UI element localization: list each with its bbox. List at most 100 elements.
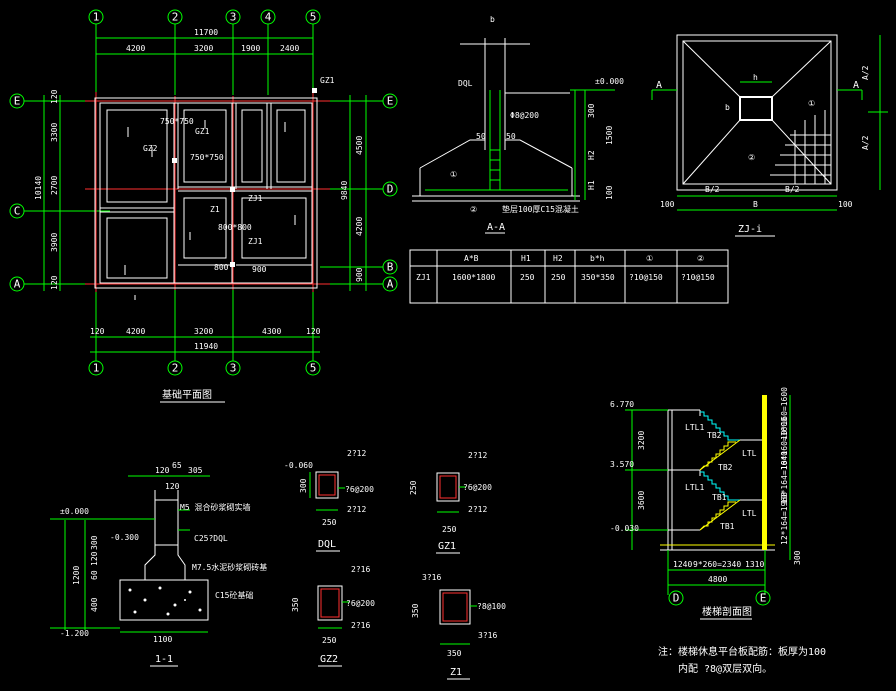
z1-dim: 350 <box>447 649 462 658</box>
dim-text: 2400 <box>280 44 299 53</box>
stair-dim: 12*164=1968 <box>780 492 789 545</box>
dim-text: 3900 <box>50 233 59 252</box>
plan-label: ZJ1 <box>248 194 263 203</box>
table-header: H1 <box>521 254 531 263</box>
z1-label: ?8@100 <box>477 602 506 611</box>
stair-dim-lines <box>625 395 791 595</box>
gz2-label: 2?16 <box>351 621 370 630</box>
axis-label: E <box>387 95 394 108</box>
stair-label: TB2 <box>707 431 722 440</box>
gz2-label: ?6@200 <box>346 599 375 608</box>
axis-label: 1 <box>93 11 100 24</box>
z1-label: 3?16 <box>422 573 441 582</box>
axis-label: 5 <box>310 362 317 375</box>
stair-label: TB1 <box>712 493 727 502</box>
zj-dim-lines <box>651 35 888 211</box>
dql-label: -0.060 <box>284 461 313 470</box>
dim-text: 1900 <box>241 44 260 53</box>
zj-label: h <box>753 73 758 82</box>
axis-label: D <box>387 183 394 196</box>
s11-dim: 120 <box>90 551 99 566</box>
plan-columns <box>172 88 317 267</box>
stair-dim: 3200 <box>637 431 646 450</box>
stair-flights <box>700 411 740 501</box>
plan-room-outlines <box>106 109 307 279</box>
s11-dim: 60 <box>90 570 99 580</box>
gz2-dim: 250 <box>322 636 337 645</box>
plan-label: Z1 <box>210 205 220 214</box>
stair-level: 6.770 <box>610 400 634 409</box>
stair-bottom-dim: 1310 <box>745 560 764 569</box>
gz1-dim: 250 <box>442 525 457 534</box>
dql-dim: 250 <box>322 518 337 527</box>
aa-label: H2 <box>587 150 596 160</box>
dim-text: 900 <box>355 267 364 282</box>
table-header: A*B <box>464 254 479 263</box>
stair-label: LTL1 <box>685 483 704 492</box>
s11-label: M5 混合砂浆砌实墙 <box>180 502 250 512</box>
table-cell: 350*350 <box>581 273 615 282</box>
axis-bubbles-bottom: 1 2 3 5 <box>88 360 321 376</box>
stair-dim: 10*160=1600 <box>780 387 789 440</box>
stair-section: 6.770 3.570 -0.030 3200 3600 10*160=1600… <box>610 387 802 620</box>
s11-label: M7.5水泥砂浆砌砖基 <box>192 562 267 572</box>
dim-text: 120 <box>90 327 105 336</box>
dim-text: 11940 <box>194 342 218 351</box>
z1-dim: 350 <box>411 603 420 618</box>
dim-text: 3200 <box>194 44 213 53</box>
table-header: b*h <box>590 254 605 263</box>
section-aa: b DQL ±0.000 Φ8@200 H2 H1 ① ② 垫层100厚C15混… <box>412 15 624 234</box>
dql-dim: 300 <box>299 478 308 493</box>
dql-label: ?6@200 <box>345 485 374 494</box>
zj-dim: B/2 <box>785 185 800 194</box>
stair-bottom-dim: 9*260=2340 <box>693 560 741 569</box>
dim-text: 4200 <box>126 327 145 336</box>
aa-label: ±0.000 <box>595 77 624 86</box>
aa-label: Φ8@200 <box>510 111 539 120</box>
plan-walls <box>94 97 318 289</box>
plan-label: 800 <box>214 263 229 272</box>
plan-label: 900 <box>252 265 267 274</box>
zj-rebar-grid <box>770 110 831 184</box>
stair-axis: E <box>760 592 767 605</box>
zj-label: ② <box>748 153 755 162</box>
zj-title: ZJ-i <box>738 224 762 235</box>
dim-text: 11700 <box>194 28 218 37</box>
axis-label: 3 <box>230 362 237 375</box>
aa-label: 50 <box>476 132 486 141</box>
detail-gz1: 2?12 ?6@200 2?12 250 250 GZ1 <box>409 451 492 554</box>
z1-label: 3?16 <box>478 631 497 640</box>
aa-label: H1 <box>587 180 596 190</box>
stair-axis: D <box>673 592 680 605</box>
dim-text: 10140 <box>34 176 43 200</box>
gz2-label: 2?16 <box>351 565 370 574</box>
stair-dim: 10*164=1640 <box>780 451 789 504</box>
stair-label: TB1 <box>720 522 735 531</box>
axis-label: 2 <box>172 11 179 24</box>
axis-bubbles-top: 1 2 3 4 5 <box>88 9 321 25</box>
aa-label: b <box>490 15 495 24</box>
axis-label: 2 <box>172 362 179 375</box>
dim-text: 9840 <box>340 181 349 200</box>
dql-label: 2?12 <box>347 505 366 514</box>
aa-label: ② <box>470 205 477 214</box>
dim-text: 120 <box>50 89 59 104</box>
gz1-dim: 250 <box>409 480 418 495</box>
stair-dim: 300 <box>793 550 802 565</box>
axis-label: 3 <box>230 11 237 24</box>
stair-label: LTL <box>742 449 757 458</box>
stair-right-wall <box>762 395 767 550</box>
stair-dim: 10*160=1600 <box>780 417 789 470</box>
aa-dim: 100 <box>605 185 614 200</box>
s11-title: 1-1 <box>155 654 173 665</box>
stair-dim: 3600 <box>637 491 646 510</box>
stair-label: LTL <box>742 509 757 518</box>
detail-gz2: 2?16 ?6@200 2?16 350 250 GZ2 <box>291 565 375 667</box>
zj-label: ① <box>808 99 815 108</box>
zj-dim: B <box>753 200 758 209</box>
zj-dim: B/2 <box>705 185 720 194</box>
table-cell: ZJ1 <box>416 273 431 282</box>
aa-dim: 1500 <box>605 126 614 145</box>
table-cell: ?10@150 <box>681 273 715 282</box>
s11-label: -1.200 <box>60 629 89 638</box>
